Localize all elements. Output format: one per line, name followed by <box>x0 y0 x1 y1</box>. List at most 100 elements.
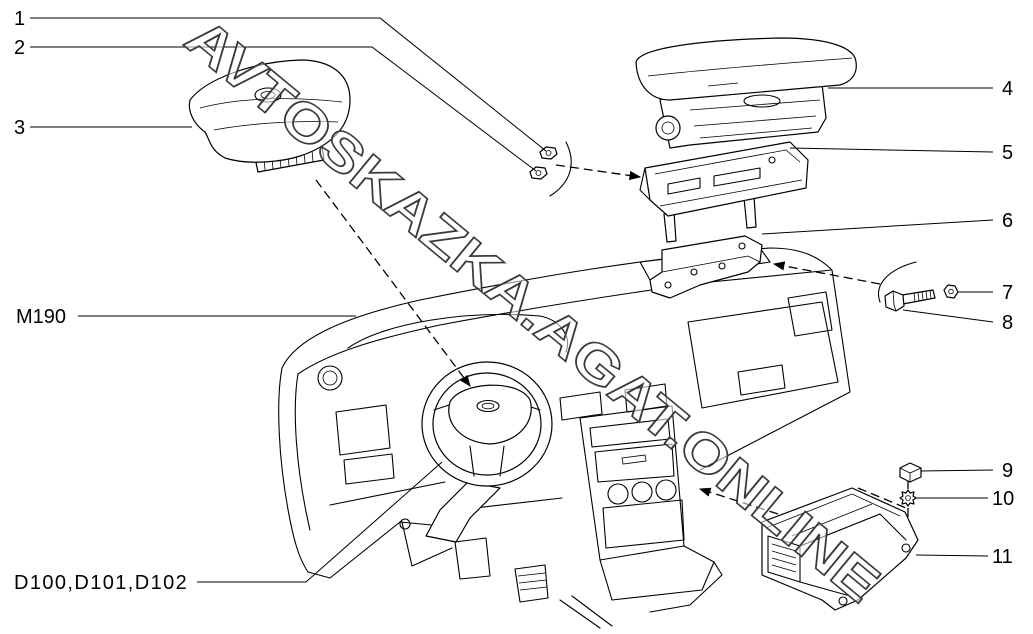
bolt-head-edge <box>892 290 897 312</box>
leader-line-11 <box>915 554 989 557</box>
mounting-bracket-hole-3 <box>718 262 726 270</box>
airbag-bracket-frame <box>644 141 809 217</box>
dashboard-top-front-edge <box>297 269 833 375</box>
callout-labels: 1 2 3 M190 D100,D101,D102 4 5 6 7 8 9 10… <box>14 8 1014 594</box>
nut-9 <box>899 462 922 483</box>
callout-label-4: 4 <box>1002 78 1013 100</box>
dashboard-top-rear-edge <box>281 247 833 369</box>
control-unit-top-edge <box>765 493 901 529</box>
callout-label-1: 1 <box>14 8 25 30</box>
callout-label-8: 8 <box>1002 312 1013 334</box>
callout-label-2: 2 <box>14 37 25 59</box>
passenger-airbag-lid-edge <box>647 57 853 77</box>
bolt-group-arc <box>878 261 917 303</box>
passenger-airbag-housing-ribs <box>689 99 821 139</box>
bolt-assembly-line <box>772 261 881 285</box>
washer-10-teeth <box>899 489 917 507</box>
mounting-bracket-hole-1 <box>664 281 672 289</box>
callout-label-d100: D100,D101,D102 <box>14 572 188 594</box>
leader-lines <box>30 17 994 583</box>
callout-label-3: 3 <box>14 117 25 139</box>
control-unit-connector-pins <box>771 543 797 573</box>
bolt-head <box>884 290 905 312</box>
driver-airbag-emblem <box>254 87 282 103</box>
left-lower-switch-panel <box>343 453 395 485</box>
driver-airbag-connector-ribs <box>263 149 314 171</box>
driver-airbag-cover-seam <box>213 121 339 131</box>
nut-1-bore <box>545 150 552 156</box>
left-air-vent-inner <box>322 370 338 386</box>
nut-9-top <box>899 467 922 482</box>
dashboard-left-end <box>278 367 309 573</box>
nuts-assembly-line <box>555 164 642 181</box>
airbag-bracket-hole <box>768 156 776 164</box>
control-unit-mount-hole-1 <box>901 543 911 553</box>
leader-line-1 <box>30 17 547 152</box>
callout-label-m190: M190 <box>16 306 66 328</box>
washer-10-bore <box>905 495 911 501</box>
mounting-bracket-fold <box>661 255 761 273</box>
nut-7 <box>943 284 959 299</box>
passenger-airbag-lid-mark <box>707 82 739 87</box>
airbag-bracket-tab-left <box>663 211 677 243</box>
airbag-bracket-flange <box>639 167 651 201</box>
dashboard-right-panel <box>787 291 833 337</box>
washer-10 <box>899 489 917 507</box>
driver-airbag-cover-edge <box>199 98 343 109</box>
dashboard-right-side <box>699 269 851 471</box>
airbag-bracket-rail <box>659 179 803 207</box>
airbag-bracket-top-edge <box>654 149 801 175</box>
control-unit-body <box>761 487 919 611</box>
steering-column <box>425 481 501 543</box>
left-air-vent <box>317 365 343 391</box>
passenger-airbag-inflator <box>655 115 681 141</box>
airbag-bracket <box>639 141 809 243</box>
glovebox-handle <box>737 364 786 396</box>
control-unit-fastener-line-2 <box>857 487 907 509</box>
center-vent-left <box>559 391 603 421</box>
center-vent-right <box>624 383 668 413</box>
nut-7-bore <box>948 288 954 295</box>
mounting-bracket-hole-2 <box>690 268 698 276</box>
driver-airbag-assembly-line <box>315 179 471 387</box>
accelerator-pedal-ribs <box>517 572 548 591</box>
leader-line-d100 <box>197 461 443 583</box>
climate-knob-3 <box>655 479 677 501</box>
knee-panel <box>401 521 453 567</box>
control-unit-side <box>799 513 907 597</box>
passenger-airbag-cutout <box>743 94 781 108</box>
passenger-airbag-inflator-core <box>661 121 675 135</box>
callout-label-6: 6 <box>1002 210 1013 232</box>
nut-7-hex <box>943 284 959 299</box>
ignition-lock <box>399 518 411 530</box>
dashboard <box>278 247 851 629</box>
passenger-airbag-lid <box>635 37 857 101</box>
climate-knob-2 <box>631 481 653 503</box>
leader-line-2 <box>30 46 537 172</box>
steering-wheel-hub <box>448 384 532 445</box>
brake-pedal <box>454 537 491 580</box>
callout-label-5: 5 <box>1002 142 1013 164</box>
mounting-bracket-hole-4 <box>738 242 746 250</box>
instrument-cluster-hood <box>347 313 568 353</box>
airbag-bracket-slot-right <box>713 167 761 187</box>
bolt <box>884 289 936 312</box>
accelerator-pedal <box>514 564 549 603</box>
console-lower-panel <box>602 499 685 549</box>
callout-label-7: 7 <box>1002 282 1013 304</box>
dashboard-left-end-inner <box>294 373 311 531</box>
driver-airbag-cover <box>188 59 351 163</box>
callout-label-10: 10 <box>992 488 1014 510</box>
tunnel-side <box>649 561 723 613</box>
passenger-airbag <box>635 37 857 149</box>
assembly-lines <box>315 141 917 544</box>
lower-left-trim <box>307 521 443 579</box>
leader-line-5 <box>789 147 994 153</box>
console-display <box>594 443 675 483</box>
tunnel-rail <box>559 595 613 629</box>
airbag-bracket-slot-left <box>667 177 701 195</box>
nut-2-bore <box>535 170 542 176</box>
mounting-bracket <box>649 235 763 299</box>
console-display-badge <box>621 454 647 465</box>
